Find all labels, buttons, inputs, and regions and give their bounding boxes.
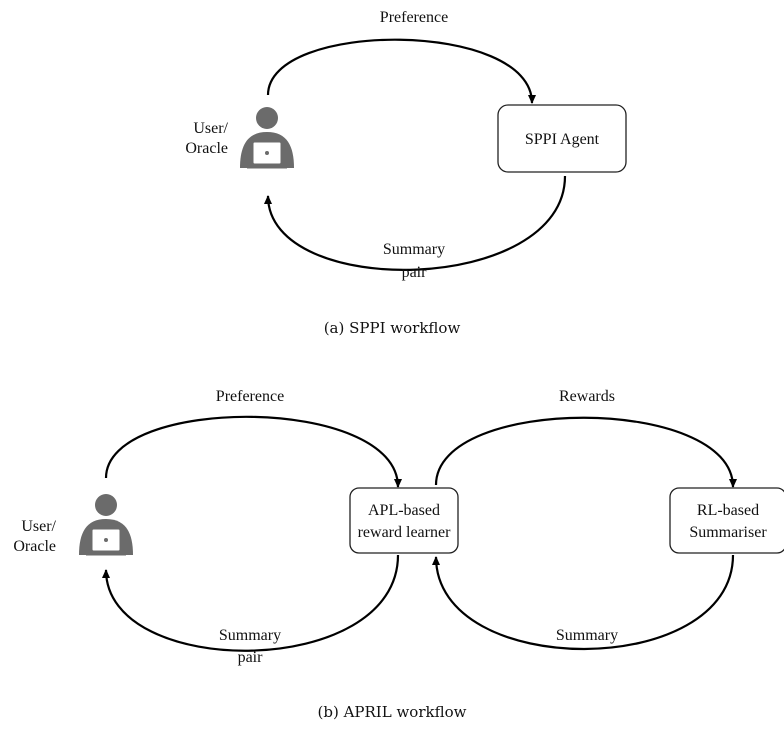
- panel-a-user-label-line2: Oracle: [185, 140, 228, 157]
- panel-a-sppi-agent-box: [497, 104, 627, 173]
- panel-b-reward-learner-line1: APL-based: [368, 502, 440, 519]
- panel-a-user-icon: [239, 106, 295, 169]
- panel-b-user-label-line2: Oracle: [13, 538, 56, 555]
- panel-b-reward-learner-box: [349, 487, 459, 554]
- panel-b-preference-label: Preference: [216, 388, 284, 405]
- panel-a-user-label-line1: User/: [193, 120, 228, 137]
- panel-b-summary-pair-label-line2: pair: [238, 649, 264, 666]
- panel-b-summariser-line1: RL-based: [697, 502, 759, 519]
- panel-a-preference-arrow: [266, 38, 536, 104]
- panel-b-summary-pair-label-line1: Summary: [219, 627, 281, 644]
- panel-b-preference-arrow: [104, 415, 402, 488]
- panel-a: Preference User/ Oracle SPPI Agent Summa…: [185, 9, 627, 337]
- panel-b-summary-arrow: [432, 554, 735, 651]
- panel-b-caption: (b) APRIL workflow: [318, 703, 467, 721]
- panel-a-summary-label: Summary: [383, 241, 445, 258]
- panel-b-summary-pair-arrow: [102, 554, 400, 652]
- panel-a-summary-pair-arrow: [264, 175, 567, 271]
- panel-b-rewards-arrow: [434, 416, 737, 488]
- panel-a-caption: (a) SPPI workflow: [324, 319, 461, 337]
- panel-a-sppi-agent-label: SPPI Agent: [525, 131, 600, 148]
- panel-b-summariser-line2: Summariser: [689, 524, 767, 541]
- panel-a-pair-label: pair: [402, 264, 428, 281]
- panel-b-rewards-label: Rewards: [559, 388, 615, 405]
- panel-b-reward-learner-line2: reward learner: [358, 524, 451, 541]
- panel-b-user-label-line1: User/: [21, 518, 56, 535]
- panel-a-preference-label: Preference: [380, 9, 448, 26]
- panel-b-summariser-box: [669, 487, 784, 554]
- panel-b: Preference Rewards User/ Oracle APL-base…: [13, 388, 784, 721]
- panel-b-user-icon: [78, 493, 134, 556]
- panel-b-summary-label: Summary: [556, 627, 618, 644]
